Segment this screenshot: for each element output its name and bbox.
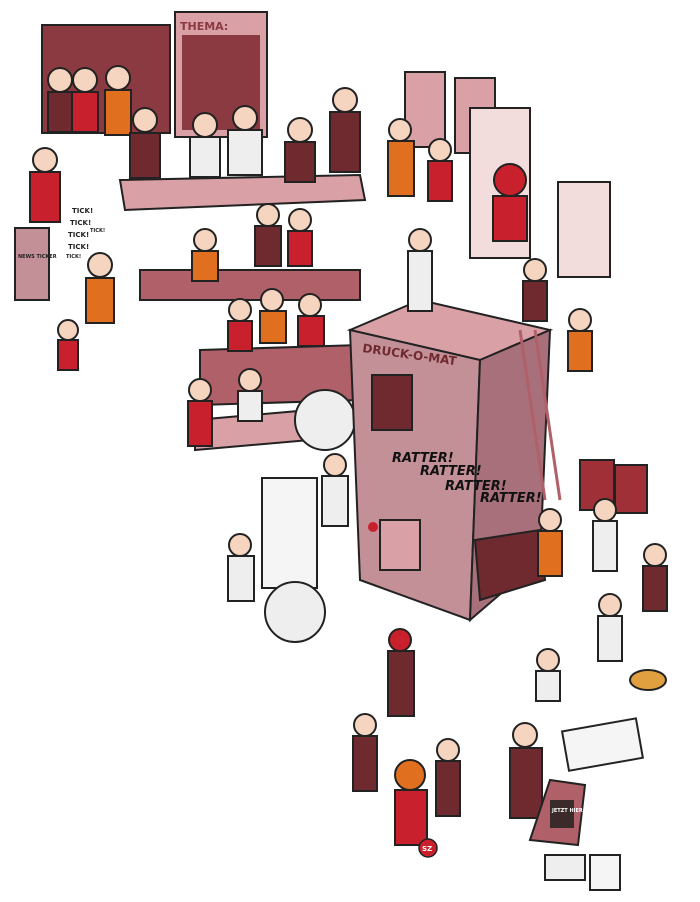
paper-roll <box>264 581 326 643</box>
ratter-text: RATTER! <box>445 479 507 494</box>
ratter-text: RATTER! <box>420 464 482 479</box>
tick-text: TICK! <box>68 243 89 251</box>
barrel <box>614 464 648 514</box>
ratter-text: RATTER! <box>392 451 454 466</box>
dog <box>629 669 667 691</box>
ratter-text: RATTER! <box>480 491 542 506</box>
badge-text: SZ <box>422 845 432 853</box>
newspaper <box>589 854 621 891</box>
wall-frame <box>404 71 446 148</box>
ladder <box>533 329 562 501</box>
paper-roll <box>294 389 356 451</box>
tick-text: TICK! <box>72 207 93 215</box>
sign-board <box>550 800 574 828</box>
red-button <box>368 522 378 532</box>
newspaper-stack <box>544 854 586 881</box>
output-chute <box>473 528 547 602</box>
paper-roll <box>261 477 318 589</box>
machine-window <box>371 374 413 431</box>
typewriter-case <box>557 181 611 278</box>
desk <box>118 173 367 212</box>
desk <box>139 269 361 301</box>
newspaper <box>560 717 645 772</box>
sz-badge <box>418 838 438 858</box>
sign-text: JETZT HIER <box>551 808 583 814</box>
tick-text: TICK! <box>66 254 81 260</box>
ticker-label: NEWS TICKER <box>18 254 57 260</box>
news-ticker-machine <box>14 227 50 301</box>
tick-text: TICK! <box>68 231 89 239</box>
board-title: THEMA: <box>180 20 228 33</box>
tick-text: TICK! <box>90 228 105 234</box>
ladder <box>518 329 547 501</box>
crowd <box>29 65 668 846</box>
tick-text: TICK! <box>70 219 91 227</box>
control-panel <box>379 519 421 571</box>
